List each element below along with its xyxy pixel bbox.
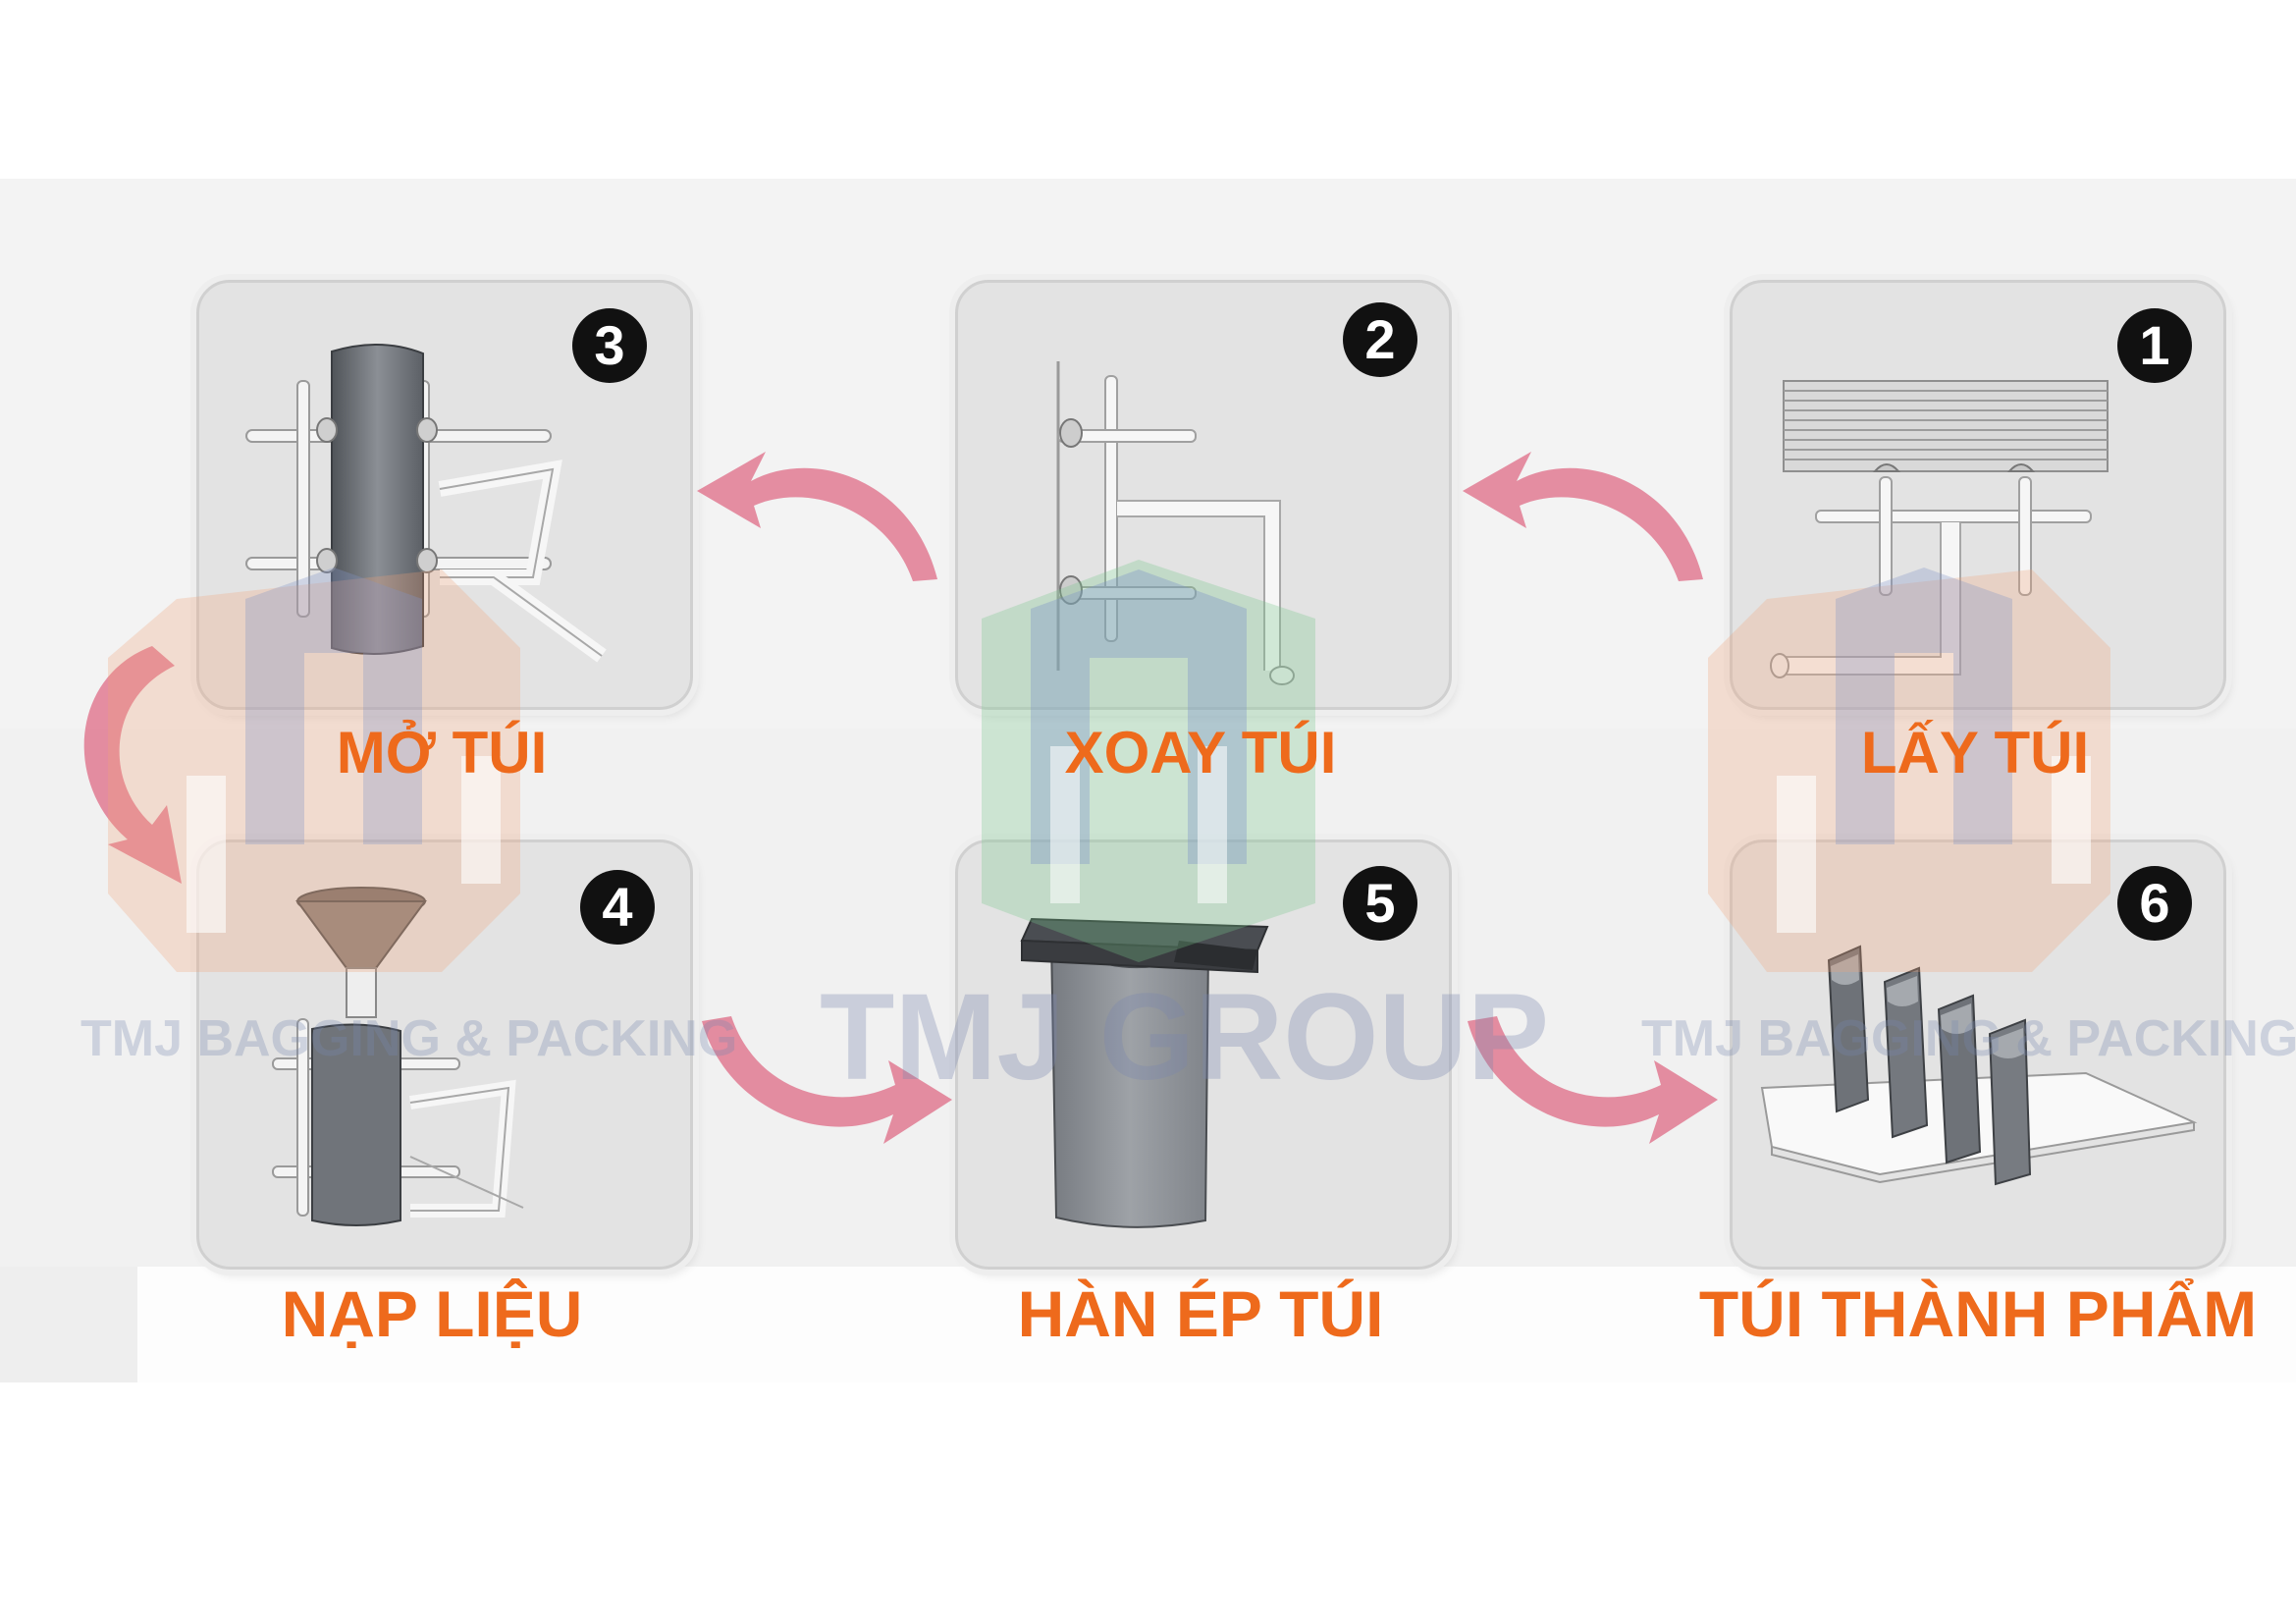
background-band-left-edge — [0, 1267, 137, 1382]
step-3-panel: 3 — [196, 280, 693, 710]
step-5-panel: 5 — [955, 839, 1452, 1270]
step-1-panel: 1 — [1730, 280, 2226, 710]
step-5-label: HÀN ÉP TÚI — [1017, 1277, 1384, 1350]
step-6-number-badge: 6 — [2117, 866, 2192, 941]
step-2-label: XOAY TÚI — [1064, 720, 1337, 785]
bag-rotating-illustration — [1056, 361, 1295, 685]
step-4-panel: 4 — [196, 839, 693, 1270]
step-3-label: MỞ TÚI — [336, 720, 548, 785]
step-5-number-badge: 5 — [1343, 866, 1417, 941]
bag-pickup-illustration — [1770, 380, 2109, 678]
finished-bags-illustration — [1760, 945, 2198, 1186]
step-1-number-badge: 1 — [2117, 308, 2192, 383]
background-band-light — [137, 1267, 2296, 1382]
sealing-illustration — [1020, 917, 1269, 1228]
bag-opening-illustration — [245, 344, 607, 663]
step-2-panel: 2 — [955, 280, 1452, 710]
step-1-label: LẤY TÚI — [1860, 720, 2090, 785]
step-2-number-badge: 2 — [1343, 302, 1417, 377]
step-4-label: NẠP LIỆU — [281, 1277, 583, 1350]
step-3-number-badge: 3 — [572, 308, 647, 383]
step-6-label: TÚI THÀNH PHẨM — [1698, 1277, 2258, 1350]
step-6-panel: 6 — [1730, 839, 2226, 1270]
step-4-number-badge: 4 — [580, 870, 655, 945]
